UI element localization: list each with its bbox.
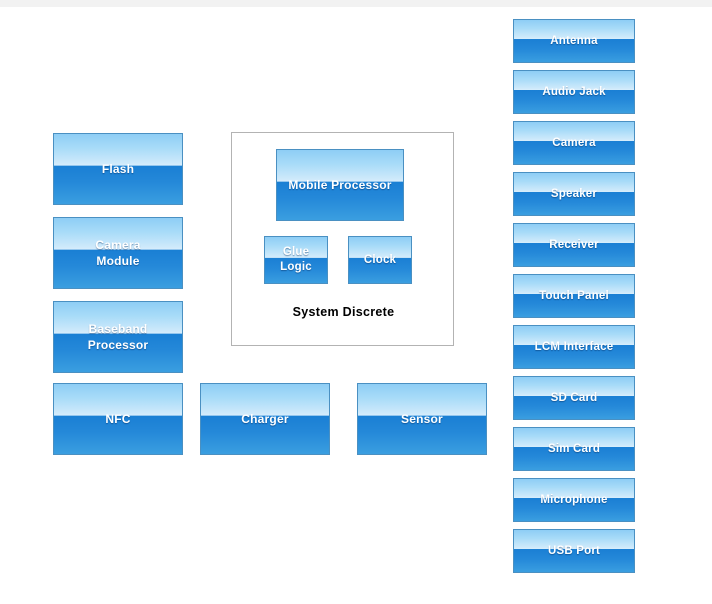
- block-label: Baseband: [88, 322, 148, 336]
- block-lcm-interface[interactable]: LCM Interface: [513, 325, 635, 369]
- block-label: Glue: [282, 246, 310, 258]
- block-label: Processor: [87, 338, 149, 352]
- block-mobile-processor[interactable]: Mobile Processor: [276, 149, 404, 221]
- block-label: Receiver: [549, 239, 599, 251]
- block-label: Audio Jack: [542, 86, 606, 98]
- block-label: Flash: [101, 162, 135, 176]
- system-discrete-label: System Discrete: [292, 305, 395, 319]
- block-sim-card[interactable]: Sim Card: [513, 427, 635, 471]
- block-label: Camera: [95, 238, 141, 252]
- block-label: Sim Card: [547, 443, 601, 455]
- block-label: Sensor: [401, 412, 443, 426]
- block-label: Antenna: [550, 35, 598, 47]
- block-clock[interactable]: Clock: [348, 236, 412, 284]
- block-sensor[interactable]: Sensor: [357, 383, 487, 455]
- block-usb-port[interactable]: USB Port: [513, 529, 635, 573]
- block-label: Module: [96, 254, 140, 268]
- block-label: Clock: [363, 253, 397, 266]
- block-label: SD Card: [550, 392, 598, 404]
- block-label: Mobile Processor: [288, 178, 392, 192]
- block-camera[interactable]: Camera: [513, 121, 635, 165]
- block-label: LCM Interface: [534, 341, 614, 353]
- block-audio-jack[interactable]: Audio Jack: [513, 70, 635, 114]
- block-speaker[interactable]: Speaker: [513, 172, 635, 216]
- block-label: Touch Panel: [539, 290, 609, 302]
- block-microphone[interactable]: Microphone: [513, 478, 635, 522]
- block-label: USB Port: [547, 545, 601, 557]
- block-label: NFC: [105, 412, 131, 426]
- top-background-strip: [0, 0, 712, 7]
- block-flash[interactable]: Flash: [53, 133, 183, 205]
- block-label: Speaker: [550, 188, 598, 200]
- block-label: Charger: [241, 412, 289, 426]
- block-sd-card[interactable]: SD Card: [513, 376, 635, 420]
- block-antenna[interactable]: Antenna: [513, 19, 635, 63]
- block-receiver[interactable]: Receiver: [513, 223, 635, 267]
- block-label: Microphone: [540, 494, 608, 506]
- block-charger[interactable]: Charger: [200, 383, 330, 455]
- block-label: Camera: [552, 137, 596, 149]
- block-nfc[interactable]: NFC: [53, 383, 183, 455]
- block-label: Logic: [280, 261, 312, 273]
- block-touch-panel[interactable]: Touch Panel: [513, 274, 635, 318]
